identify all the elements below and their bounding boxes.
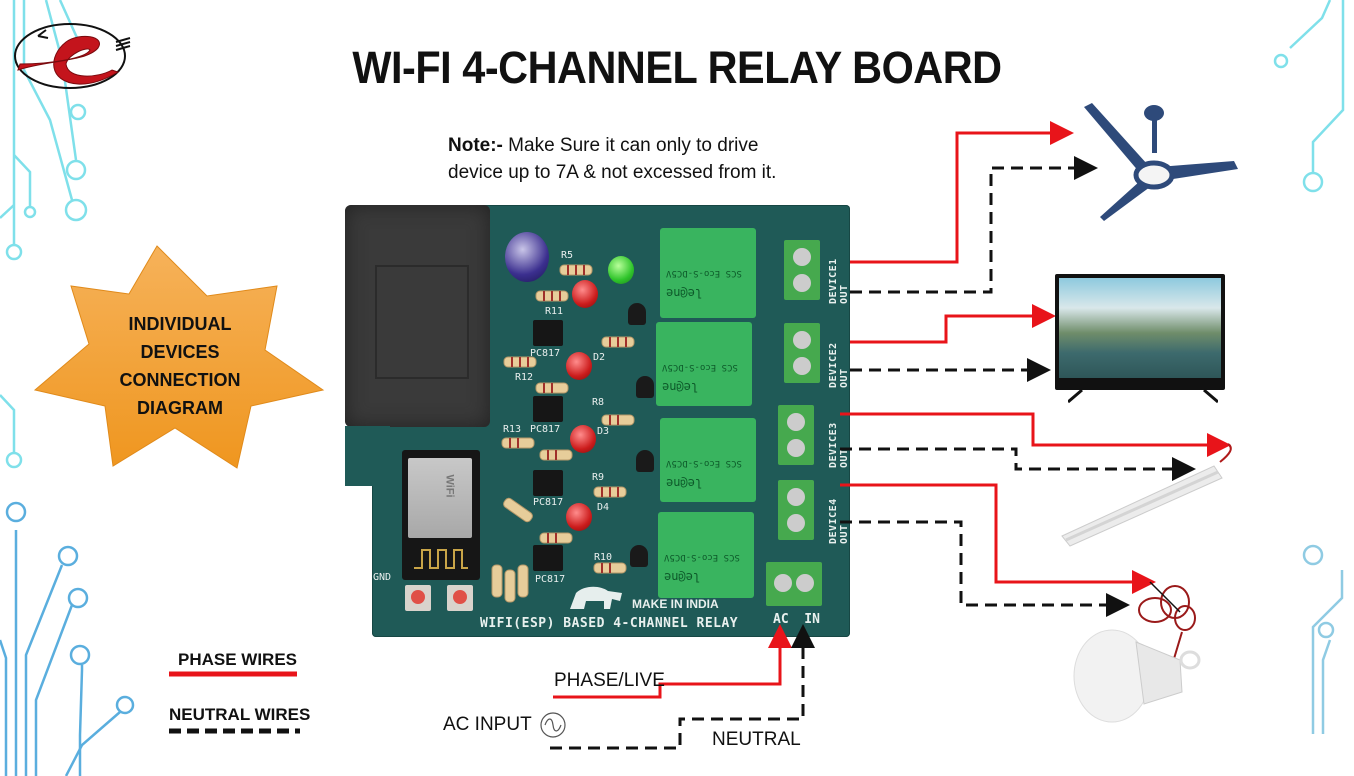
label-r5: R5	[561, 250, 574, 261]
esp-wifi-module: WiFi	[402, 450, 480, 580]
label-optocoupler: PC817	[535, 574, 566, 585]
label-optocoupler: PC817	[530, 424, 561, 435]
star-badge	[33, 245, 325, 469]
relay-1: le@ne SCS Eco-S-DC5V	[660, 228, 756, 318]
led-tube-device	[1061, 443, 1232, 547]
badge-line: INDIVIDUAL	[128, 314, 232, 334]
badge-line: CONNECTION	[119, 370, 241, 390]
phase-wire-device-1	[850, 121, 1074, 264]
optocoupler	[533, 320, 563, 346]
company-logo	[14, 23, 131, 89]
terminal-device-1[interactable]	[784, 240, 820, 300]
power-led	[608, 256, 634, 284]
lion-emblem	[570, 586, 622, 609]
neutral-wire-device-4	[840, 520, 1130, 617]
label-optocoupler: PC817	[533, 497, 564, 508]
resistor-array	[491, 264, 635, 603]
page-title: WI-FI 4-CHANNEL RELAY BOARD	[352, 42, 1002, 93]
phase-wire-device-2	[850, 304, 1056, 344]
led-d4	[566, 503, 592, 531]
capacitor	[505, 232, 549, 282]
tv-stand-icon	[1068, 388, 1218, 404]
warning-note: Note:- Make Sure it can only to drive de…	[448, 132, 776, 186]
label-r12: R12	[515, 372, 534, 383]
label-r10: R10	[594, 552, 613, 563]
relay-2: le@ne SCS Eco-S-DC5V	[656, 322, 752, 406]
label-r11: R11	[545, 306, 564, 317]
terminal-ac-in[interactable]	[766, 562, 822, 606]
reset-button[interactable]	[405, 585, 431, 611]
label-d3: D3	[597, 426, 610, 437]
ac-input-label: AC INPUT	[443, 714, 532, 735]
terminal-device-2[interactable]	[784, 323, 820, 383]
ac-in-label: AC IN	[773, 612, 820, 627]
optocoupler	[533, 396, 563, 422]
board-footer-text: WIFI(ESP) BASED 4-CHANNEL RELAY	[480, 616, 739, 631]
relay-4: le@ne SCS Eco-S-DC5V	[658, 512, 754, 598]
legend-phase-label: PHASE WIRES	[178, 650, 298, 669]
neutral-label: NEUTRAL	[712, 729, 801, 750]
led-bulb-device	[1073, 581, 1201, 723]
badge-line: DEVICES	[140, 342, 220, 362]
phase-wire-device-3	[840, 412, 1231, 457]
led-d3	[570, 425, 596, 453]
flash-button[interactable]	[447, 585, 473, 611]
label-r13: R13	[503, 424, 522, 435]
phase-wire-device-4	[840, 483, 1156, 594]
label-r9: R9	[592, 472, 605, 483]
make-in-india-label: MAKE IN INDIA	[632, 597, 719, 611]
neutral-wire-device-1	[850, 156, 1098, 294]
label-d2: D2	[593, 352, 606, 363]
ceiling-fan-device	[1084, 103, 1238, 221]
label-d4: D4	[597, 502, 610, 513]
neutral-wire-device-3	[840, 447, 1196, 481]
transistor-t4	[630, 545, 648, 567]
led-d2	[566, 352, 592, 380]
relay-3: le@ne SCS Eco-S-DC5V	[660, 418, 756, 502]
badge-line: DIAGRAM	[137, 398, 223, 418]
transistor-q5	[628, 303, 646, 325]
label-r8: R8	[592, 397, 605, 408]
transformer	[345, 205, 490, 427]
television-device	[1055, 274, 1225, 390]
legend-neutral-label: NEUTRAL WIRES	[169, 705, 311, 724]
label-optocoupler: PC817	[530, 348, 561, 359]
badge-label: INDIVIDUAL DEVICES CONNECTION DIAGRAM	[90, 310, 270, 422]
neutral-wire-input	[550, 624, 815, 750]
label-gnd: GND	[373, 572, 392, 583]
led-d1	[572, 280, 598, 308]
terminal-device-3[interactable]	[778, 405, 814, 465]
note-line-2: device up to 7A & not excessed from it.	[448, 162, 777, 183]
terminal-device-4[interactable]	[778, 480, 814, 540]
phase-live-label: PHASE/LIVE	[554, 670, 665, 691]
phase-wire-input	[553, 624, 792, 699]
transistor-t2	[636, 376, 654, 398]
transistor-t3	[636, 450, 654, 472]
optocoupler	[533, 470, 563, 496]
note-prefix: Note:-	[448, 135, 503, 156]
optocoupler	[533, 545, 563, 571]
note-line-1: Make Sure it can only to drive	[502, 135, 759, 156]
